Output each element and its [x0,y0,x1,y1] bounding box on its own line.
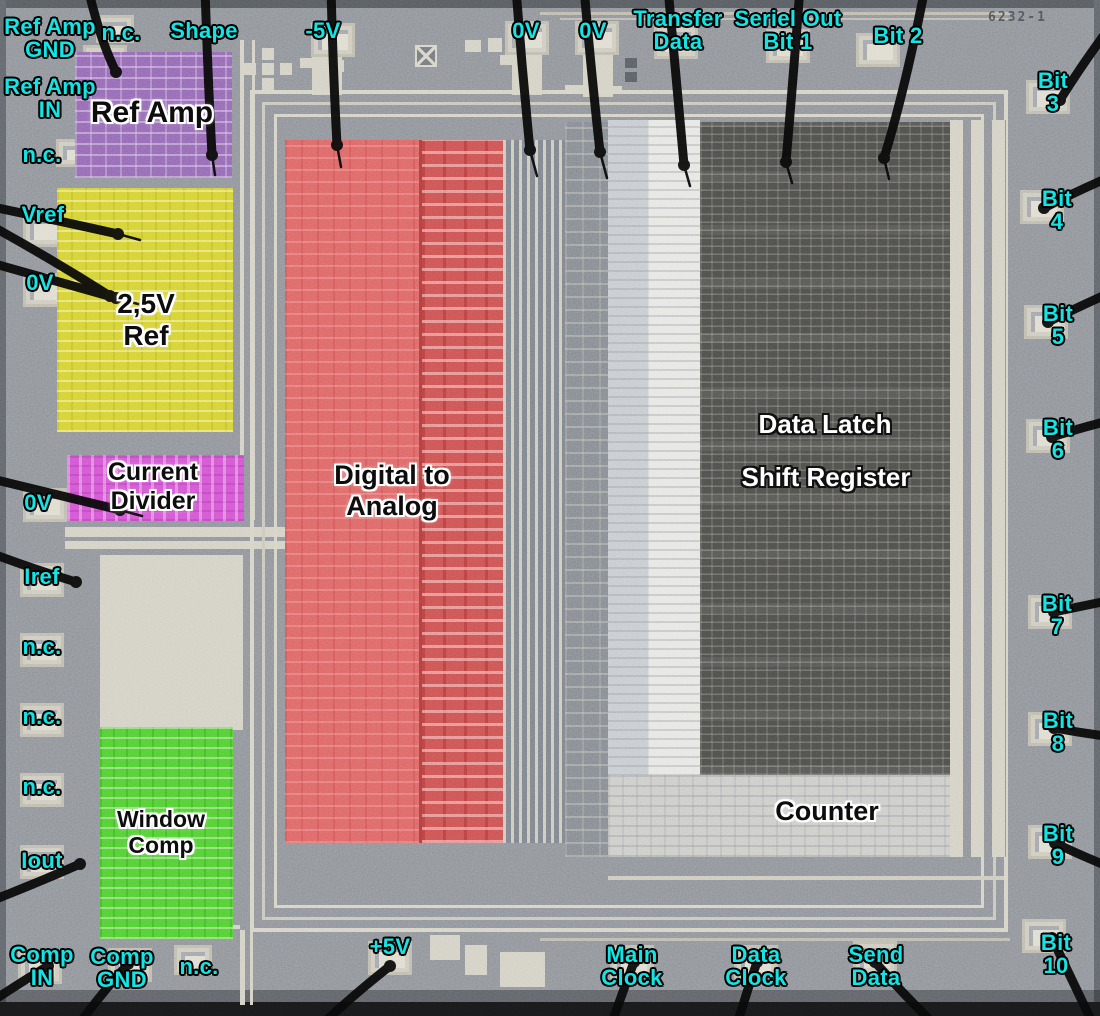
pin-label-0v: 0V [579,18,607,43]
top-square [488,38,502,52]
bottom-square [465,945,487,975]
pin-label-bit5: Bit 5 [1042,301,1074,349]
pin-label-iout: Iout [21,848,63,873]
top-cross-square [280,63,292,75]
bottom-square [500,952,545,987]
mask-mark [625,58,637,68]
bus-wiring-stripes [503,140,565,843]
pin-label-nc: n.c. [22,142,62,167]
pin-label-ref-amp-in: Ref Amp IN [4,74,96,122]
pin-label-send-data: Send Data [848,942,904,990]
pin-label-nc: n.c. [22,774,62,799]
block-label-data-latch: Data Latch [758,409,892,439]
pin-label-comp-gnd: Comp GND [90,944,154,992]
pin-label-bit4: Bit 4 [1041,186,1073,234]
pin-label-bit8: Bit 8 [1042,708,1074,756]
die-edge-left [0,0,6,1016]
block-label-digital-to-analog: Digital to Analog [334,460,450,522]
pin-label-plus5v: +5V [369,934,411,959]
pad-feed-trace [512,50,542,95]
pin-label-bit10: Bit 10 [1040,930,1072,978]
bottom-left-trace [240,930,245,1005]
data-latch-region [700,122,950,775]
die-edge-bottom [0,1002,1100,1016]
top-cross-square [262,78,274,90]
pin-label-comp-in: Comp IN [10,942,74,990]
metal-column [608,120,700,857]
pin-label-neg5v: -5V [305,18,341,43]
top-square [465,40,481,52]
pin-label-shape: Shape [170,18,238,43]
die-edge-right [1094,0,1100,1016]
pin-label-bit9: Bit 9 [1042,821,1074,869]
top-cross-square [262,48,274,60]
bottom-square [430,935,460,960]
pin-label-nc: n.c. [22,634,62,659]
pin-label-bit3: Bit 3 [1037,68,1069,116]
counter-underline-trace [608,876,1004,880]
pin-label-transfer-data: Transfer Data [633,6,723,54]
top-cross-square [244,63,256,75]
pin-label-iref: Iref [24,564,60,589]
pin-label-nc: n.c. [179,954,219,979]
block-label-shift-register: Shift Register [741,462,911,492]
pin-label-ref-amp-gnd: Ref Amp GND [4,14,96,62]
top-cross-square [262,63,274,75]
right-bus-stripes [950,120,1006,857]
block-label-counter: Counter [775,796,879,826]
pin-label-bit6: Bit 6 [1042,415,1074,463]
block-label-current-divider: Current Divider [107,458,199,515]
pin-label-nc: n.c. [22,704,62,729]
block-label-2v5-ref: 2,5V Ref [117,288,175,352]
bottom-trace-line [540,938,1010,941]
top-x-mark [415,45,437,67]
block-label-ref-amp: Ref Amp [90,96,214,129]
die-edge-top [0,0,1100,8]
pin-label-bit2: Bit 2 [873,23,923,48]
ball-bond [70,576,82,588]
pin-label-main-clock: Main Clock [601,942,663,990]
mask-mark [625,72,637,82]
pin-label-0v: 0V [24,490,52,515]
die-marking: 6232-1 [988,10,1047,25]
ball-bond [74,858,86,870]
pin-label-0v: 0V [512,18,540,43]
pin-label-nc: n.c. [101,20,141,45]
pin-label-seriel-out-bit1: Seriel Out Bit 1 [734,6,842,54]
pin-label-vref: Vref [21,202,65,227]
logic-strip [565,122,608,857]
pin-label-0v: 0V [26,270,54,295]
bottom-left-trace [250,930,253,1005]
pin-label-data-clock: Data Clock [725,942,787,990]
left-stair-trace [195,555,243,635]
left-vertical-trace [240,40,244,520]
block-label-window-comp: Window Comp [117,806,205,859]
pin-label-bit7: Bit 7 [1041,591,1073,639]
left-stair-trace [160,635,243,730]
